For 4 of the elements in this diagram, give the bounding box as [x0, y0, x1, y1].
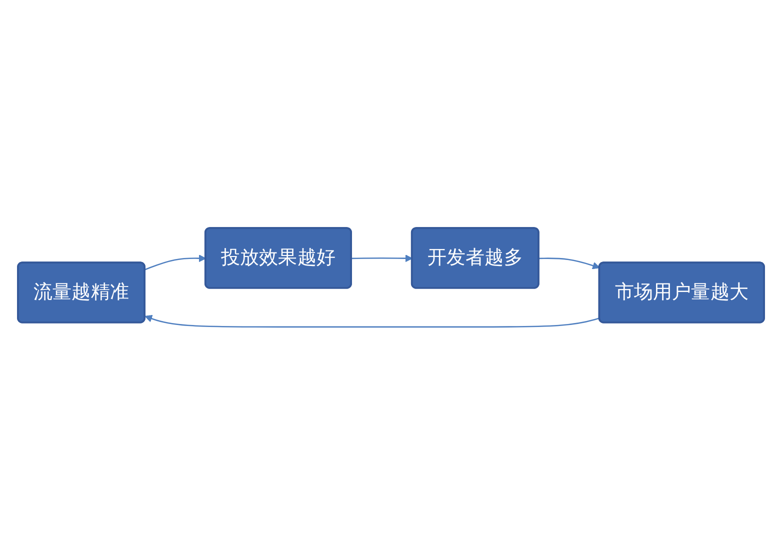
arrow: [144, 314, 600, 328]
arrow: [538, 258, 600, 270]
arrow: [352, 254, 413, 262]
arrow: [144, 254, 206, 270]
